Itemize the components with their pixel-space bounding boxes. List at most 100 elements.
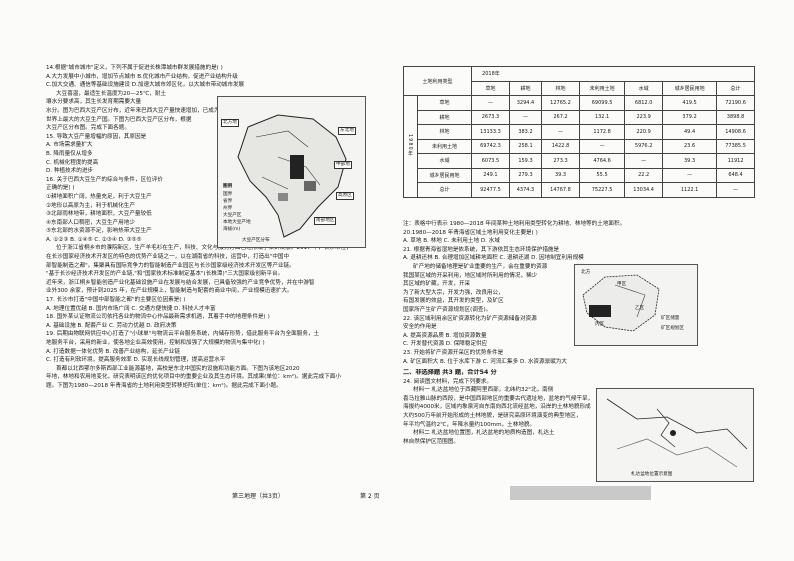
soybean-intro-4: 世界上最大的大豆生产国。下图为巴西大豆产区分布，根据 bbox=[46, 116, 192, 123]
q15-option-d: D. 种植技术的进步 bbox=[46, 168, 94, 175]
table-cell: 22.2 bbox=[624, 167, 664, 183]
q14-options-cd: C.加大交通、通信等基础设施建设 D.加速大城市郊区化，以大城市带动城市发展 bbox=[46, 82, 245, 89]
col-header: 城乡居民用地 bbox=[662, 80, 718, 96]
passage-line-6: 业外300 余家，预计到2025 年，在产业规模上，智能制造与配套的商业中间，产… bbox=[46, 288, 293, 295]
mineral-passage-2: 我国某区域的开采利用，地区域时所利用的情况，稀少 bbox=[403, 272, 538, 279]
table-cell: 6073.5 bbox=[471, 153, 510, 169]
table-cell: 14908.6 bbox=[716, 124, 755, 140]
table-cell: 14767.8 bbox=[541, 182, 580, 198]
mineral-passage-3: 其区域的矿藏，开发，开采 bbox=[403, 281, 471, 288]
table-cell: 75227.5 bbox=[578, 182, 626, 198]
q24-material-5: 年平均气温约2℃，年降水量约100mm，土林地貌。 bbox=[403, 421, 536, 428]
row-label: 耕地 bbox=[416, 109, 473, 125]
mineral-map-legend-2: 矿区规划区 bbox=[661, 326, 684, 331]
table-cell: 159.3 bbox=[508, 153, 543, 169]
q16-item-5: ⑤东北部的水资源不足，影响热带大豆生产 bbox=[46, 228, 152, 235]
q17-options: A. 地理位置优越 B. 国内市场广阔 C. 交通方便快捷 D. 科技人才丰富 bbox=[46, 305, 216, 312]
table-cell: — bbox=[541, 124, 580, 140]
col-header: 林地 bbox=[541, 80, 580, 96]
table-cell: 279.3 bbox=[508, 167, 543, 183]
table-cell: 383.2 bbox=[508, 124, 543, 140]
passage-line-5: 近年来，浙江桐乡智能创造产业化基础设施产业在发展与结合发展，已具备较强的产业竞争… bbox=[46, 279, 315, 286]
table-cell: 69099.5 bbox=[578, 95, 626, 111]
q19-options-cd: C. 打造有利软环境，提高服务效率 D. 实现长线规划管理，提高运营水平 bbox=[46, 357, 226, 364]
q15-option-a: A. 市场需求量扩大 bbox=[46, 142, 93, 149]
table-cell: 648.4 bbox=[716, 167, 755, 183]
passage2-line-3: 题。下图为1980—2018 年青海省的土地利用类型转移矩阵(单位：km²)。据… bbox=[46, 382, 282, 389]
brazil-map-graphic bbox=[237, 114, 347, 238]
map-box-north: 北方地 bbox=[221, 119, 239, 127]
map-legend-item-2: 省界 bbox=[223, 199, 233, 204]
table-cell: 69742.3 bbox=[471, 138, 510, 154]
row-label: 总计 bbox=[416, 182, 473, 198]
q17-stem: 17. 长沙市打造"中国中部智能之都"的主要区位因素是( ) bbox=[46, 297, 186, 304]
passage-line-1: 位于浙江省桐乡市的濮院新区，生产羊毛衫在生产，科技、文化与服务方面已经形成了集群… bbox=[56, 245, 352, 252]
table-cell: 6812.0 bbox=[624, 95, 664, 111]
table-row: 总计 92477.5 4374.3 14767.8 75227.5 13034.… bbox=[404, 182, 755, 198]
mineral-map-legend-1: 矿区储量 bbox=[661, 316, 680, 321]
table-cell: 379.2 bbox=[662, 109, 718, 125]
table-row: 1980年 草地 — 3294.4 12765.2 69099.5 6812.0… bbox=[403, 95, 755, 198]
left-column: 14.根据"城市城市"定义，下列不属于促进长株潭城市群发展措施的是( ) A.大… bbox=[46, 64, 391, 391]
table-cell: 3294.4 bbox=[508, 95, 543, 111]
col-header: 水域 bbox=[624, 80, 664, 96]
table-cell: — bbox=[716, 182, 755, 198]
table-cell: 13133.3 bbox=[471, 124, 510, 140]
q24-stem: 24. 阅读图文材料，完成下列要求。 bbox=[403, 378, 492, 385]
table-cell: 273.3 bbox=[541, 153, 580, 169]
passage-line-4: "基于长沙经济技术开发区的产业链,"和"国家技术标准制定基本"(长株潭)"三大国… bbox=[46, 271, 284, 278]
table-cell: 2673.3 bbox=[471, 109, 510, 125]
q15-stem: 15. 导致大豆产量增幅的原因，其原因是 bbox=[46, 133, 147, 140]
q19-options-ab: A. 打造数据一体化优势 B. 改善产业结构，延长产业链 bbox=[46, 348, 180, 355]
map-legend-item-1: 国界 bbox=[223, 192, 233, 197]
table-row: 林地 13133.3 383.2 — 1172.8 220.9 49.4 149… bbox=[404, 124, 755, 140]
soybean-intro-5: 大豆产区分布图。完成下面各题。 bbox=[46, 125, 130, 132]
table-cell: 1122.1 bbox=[662, 182, 718, 198]
section-heading: 二、非选择题 共3 题，合计54 分 bbox=[403, 369, 497, 377]
col-header: 总计 bbox=[716, 80, 755, 96]
mineral-map-label-b: 乙区 bbox=[635, 306, 645, 311]
map-legend-item-5: 本地大豆产地 bbox=[223, 220, 251, 225]
q16-item-3: ③北部雨林地带，耕地面积，大豆产量较低 bbox=[46, 211, 152, 218]
land-use-transfer-table: 土地利用类型 2018年 草地 耕地 林地 未利用土地 水域 城乡居民用地 总计… bbox=[402, 66, 755, 198]
map-box-northeast: 东北地 bbox=[338, 127, 356, 135]
map-legend-title: 图例 bbox=[223, 184, 233, 189]
map-box-plateau: 高原区 bbox=[336, 192, 354, 200]
q23-options: A. 矿区面积大 B. 位于水库下游 C. 河流汇集多 D. 水资源禀赋为大 bbox=[403, 358, 567, 365]
table-cell: 49.4 bbox=[662, 124, 718, 140]
q24-material-3: 海拔约4000米，区域内象泉河自东南向西北流经盆地，沿岸的土林地貌形成 bbox=[403, 404, 591, 411]
table-cell: 258.1 bbox=[508, 138, 543, 154]
table-note: 注：表格中行表示 1980—2018 年间某种土地利用类型转化为耕地、林地等的土… bbox=[403, 221, 626, 227]
table-cell: 13034.4 bbox=[624, 182, 664, 198]
table-cell: 223.9 bbox=[624, 109, 664, 125]
table-cell: 55.5 bbox=[578, 167, 626, 183]
map-caption: 大豆产区分布 bbox=[242, 238, 270, 243]
mineral-map-label-north: 北方 bbox=[581, 270, 591, 275]
row-label: 水域 bbox=[416, 153, 473, 169]
table-cell: 1172.8 bbox=[578, 124, 626, 140]
table-cell: 3898.8 bbox=[716, 109, 755, 125]
q16-stem-2: 正确的是( ) bbox=[46, 185, 75, 192]
table-cell: 77385.5 bbox=[716, 138, 755, 154]
table-cell: 5976.2 bbox=[624, 138, 664, 154]
table-cell: 220.9 bbox=[624, 124, 664, 140]
row-label: 草地 bbox=[416, 95, 473, 111]
q18-options: A. 基础设施 B. 配套产业 C. 劳动力优越 D. 政府决策 bbox=[46, 322, 177, 329]
map-box-central: 中部地 bbox=[334, 161, 352, 169]
q16-item-4: ④东南部人口稠密，大豆生产用地少 bbox=[46, 219, 135, 226]
table-corner: 土地利用类型 bbox=[402, 66, 473, 96]
mineral-map-label-c: 丙区 bbox=[595, 322, 605, 327]
q20-options: A. 草地 B. 林地 C. 未利用土地 D. 水域 bbox=[403, 238, 500, 245]
table-cell: 249.1 bbox=[471, 167, 510, 183]
table-year-header: 2018年 bbox=[471, 66, 755, 82]
q16-item-1: ①耕地面积广阔，热量充足，利于大豆生产 bbox=[46, 193, 152, 200]
row-label: 城乡居民用地 bbox=[416, 167, 473, 183]
q15-option-c: C. 机械化程度的提高 bbox=[46, 159, 99, 166]
right-column: 注：表格中行表示 1980—2018 年间某种土地利用类型转化为耕地、林地等的土… bbox=[403, 220, 758, 446]
q24-material-7: 林自然保护区范围图。 bbox=[403, 438, 459, 445]
q14-options-ab: A.大力发展中小城市，增加节点城市 B.优化城市产业结构，促进产业结构升级 bbox=[46, 73, 238, 80]
table-cell: 12765.2 bbox=[541, 95, 580, 111]
soybean-intro-1: 大豆喜温，最适生长温度为20—25℃，耐土 bbox=[56, 90, 167, 97]
table-cell: 267.2 bbox=[541, 109, 580, 125]
q24-material-4: 大约500万年前开始形成的土林地貌，是研究高原环境演变的典型地区， bbox=[403, 413, 582, 420]
